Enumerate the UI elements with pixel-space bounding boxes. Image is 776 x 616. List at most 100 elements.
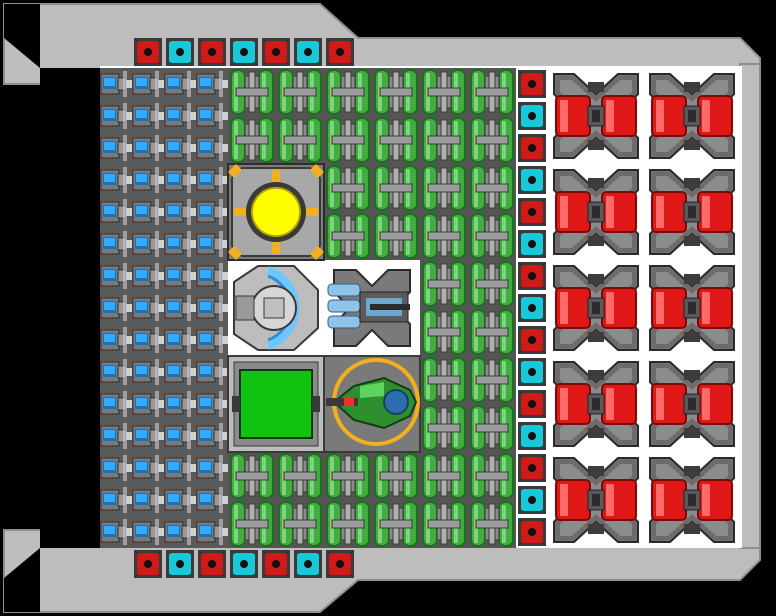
fuel-tank[interactable] bbox=[323, 115, 373, 165]
fuel-tank[interactable] bbox=[227, 67, 277, 117]
connector-node[interactable] bbox=[518, 198, 546, 226]
fuel-tank[interactable] bbox=[323, 67, 373, 117]
fuel-tank[interactable] bbox=[275, 67, 325, 117]
fuel-tank[interactable] bbox=[227, 499, 277, 549]
battery-cell[interactable] bbox=[163, 259, 197, 293]
engine-unit[interactable] bbox=[643, 451, 741, 549]
fuel-tank[interactable] bbox=[419, 115, 469, 165]
battery-cell[interactable] bbox=[131, 227, 165, 261]
battery-cell[interactable] bbox=[131, 355, 165, 389]
battery-cell[interactable] bbox=[163, 163, 197, 197]
battery-cell[interactable] bbox=[195, 227, 229, 261]
battery-cell[interactable] bbox=[163, 515, 197, 549]
fuel-tank[interactable] bbox=[419, 67, 469, 117]
engine-unit[interactable] bbox=[643, 355, 741, 453]
connector-node[interactable] bbox=[294, 550, 322, 578]
connector-node[interactable] bbox=[166, 38, 194, 66]
battery-cell[interactable] bbox=[99, 195, 133, 229]
connector-node[interactable] bbox=[518, 102, 546, 130]
connector-node[interactable] bbox=[166, 550, 194, 578]
engine-unit[interactable] bbox=[547, 355, 645, 453]
fuel-tank[interactable] bbox=[419, 211, 469, 261]
engine-unit[interactable] bbox=[643, 259, 741, 357]
battery-cell[interactable] bbox=[195, 259, 229, 293]
fuel-tank[interactable] bbox=[371, 451, 421, 501]
battery-cell[interactable] bbox=[131, 163, 165, 197]
fuel-tank[interactable] bbox=[275, 115, 325, 165]
engine-unit[interactable] bbox=[547, 451, 645, 549]
fuel-tank[interactable] bbox=[467, 67, 517, 117]
engine-unit[interactable] bbox=[547, 259, 645, 357]
connector-node[interactable] bbox=[230, 38, 258, 66]
battery-cell[interactable] bbox=[131, 131, 165, 165]
fuel-tank[interactable] bbox=[371, 163, 421, 213]
connector-node[interactable] bbox=[518, 326, 546, 354]
battery-cell[interactable] bbox=[99, 323, 133, 357]
fuel-tank[interactable] bbox=[419, 307, 469, 357]
engine-unit[interactable] bbox=[643, 67, 741, 165]
connector-node[interactable] bbox=[518, 390, 546, 418]
fuel-tank[interactable] bbox=[227, 115, 277, 165]
fuel-tank[interactable] bbox=[419, 451, 469, 501]
battery-cell[interactable] bbox=[195, 387, 229, 421]
battery-cell[interactable] bbox=[99, 99, 133, 133]
fuel-tank[interactable] bbox=[323, 163, 373, 213]
battery-cell[interactable] bbox=[99, 67, 133, 101]
fuel-tank[interactable] bbox=[467, 259, 517, 309]
connector-node[interactable] bbox=[326, 550, 354, 578]
connector-node[interactable] bbox=[294, 38, 322, 66]
battery-cell[interactable] bbox=[99, 259, 133, 293]
fuel-tank[interactable] bbox=[419, 499, 469, 549]
battery-cell[interactable] bbox=[99, 291, 133, 325]
battery-cell[interactable] bbox=[163, 419, 197, 453]
battery-cell[interactable] bbox=[195, 291, 229, 325]
engine-unit[interactable] bbox=[547, 163, 645, 261]
battery-cell[interactable] bbox=[99, 227, 133, 261]
connector-node[interactable] bbox=[518, 454, 546, 482]
command-console-icon[interactable] bbox=[227, 355, 325, 453]
engine-unit[interactable] bbox=[643, 163, 741, 261]
battery-cell[interactable] bbox=[163, 387, 197, 421]
battery-cell[interactable] bbox=[131, 515, 165, 549]
battery-cell[interactable] bbox=[195, 515, 229, 549]
battery-cell[interactable] bbox=[195, 195, 229, 229]
cockpit-icon[interactable] bbox=[323, 355, 421, 453]
fuel-tank[interactable] bbox=[371, 115, 421, 165]
fuel-tank[interactable] bbox=[467, 115, 517, 165]
connector-node[interactable] bbox=[198, 550, 226, 578]
fuel-tank[interactable] bbox=[467, 355, 517, 405]
connector-node[interactable] bbox=[518, 262, 546, 290]
fuel-tank[interactable] bbox=[323, 451, 373, 501]
fuel-tank[interactable] bbox=[371, 67, 421, 117]
battery-cell[interactable] bbox=[99, 451, 133, 485]
battery-cell[interactable] bbox=[131, 387, 165, 421]
fuel-tank[interactable] bbox=[275, 451, 325, 501]
battery-cell[interactable] bbox=[195, 419, 229, 453]
reactor-core-icon[interactable] bbox=[227, 163, 325, 261]
connector-node[interactable] bbox=[518, 70, 546, 98]
engine-unit[interactable] bbox=[547, 67, 645, 165]
connector-node[interactable] bbox=[518, 422, 546, 450]
connector-node[interactable] bbox=[134, 38, 162, 66]
fuel-tank[interactable] bbox=[227, 451, 277, 501]
battery-cell[interactable] bbox=[163, 131, 197, 165]
fuel-tank[interactable] bbox=[371, 499, 421, 549]
battery-cell[interactable] bbox=[163, 483, 197, 517]
battery-cell[interactable] bbox=[99, 387, 133, 421]
battery-cell[interactable] bbox=[195, 483, 229, 517]
battery-cell[interactable] bbox=[99, 483, 133, 517]
fuel-tank[interactable] bbox=[419, 355, 469, 405]
connector-node[interactable] bbox=[230, 550, 258, 578]
battery-cell[interactable] bbox=[163, 291, 197, 325]
connector-node[interactable] bbox=[518, 358, 546, 386]
fuel-tank[interactable] bbox=[467, 307, 517, 357]
battery-cell[interactable] bbox=[195, 323, 229, 357]
battery-cell[interactable] bbox=[195, 163, 229, 197]
connector-node[interactable] bbox=[518, 518, 546, 546]
battery-cell[interactable] bbox=[99, 355, 133, 389]
connector-node[interactable] bbox=[198, 38, 226, 66]
fuel-tank[interactable] bbox=[323, 211, 373, 261]
battery-cell[interactable] bbox=[99, 163, 133, 197]
fuel-tank[interactable] bbox=[467, 499, 517, 549]
battery-cell[interactable] bbox=[195, 355, 229, 389]
